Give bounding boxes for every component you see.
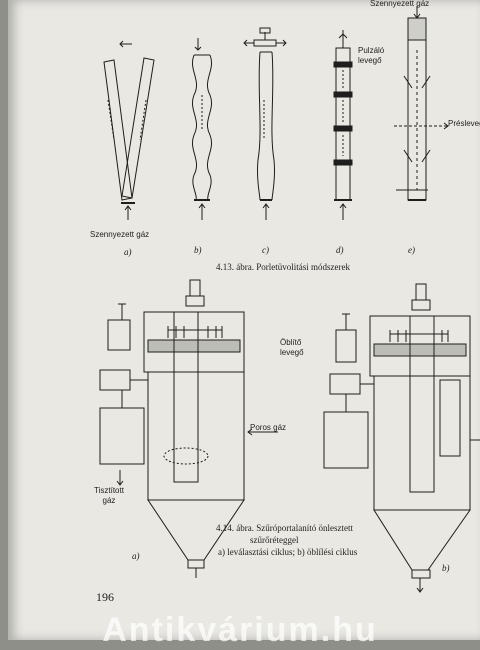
filter-unit-b — [323, 283, 480, 593]
label-tisztitott-gaz: Tisztított gáz — [94, 486, 124, 505]
sublabel-b-top: b) — [194, 245, 202, 255]
label-poros-gaz: Poros gáz — [250, 423, 287, 432]
figure-4-14-drawing — [99, 279, 480, 593]
label-preslevego: Préslevegő — [448, 119, 480, 128]
sublabel-c-top: c) — [262, 245, 269, 255]
bag-b — [192, 38, 212, 220]
page-number: 196 — [96, 590, 114, 604]
label-oblito-levego: Öblítő levegő — [280, 338, 304, 357]
caption-4-13: 4.13. ábra. Porletüvolitási módszerek — [216, 262, 350, 272]
label-szennyezett-gaz-bottom: Szennyezett gáz — [90, 230, 150, 239]
sublabel-a-bottom: a) — [132, 551, 140, 561]
sublabel-b-bottom: b) — [442, 563, 450, 573]
figure-4-13-drawing — [103, 6, 449, 220]
label-pulzalo-levego: Pulzáló levegő — [358, 46, 385, 65]
sublabel-a-top: a) — [124, 247, 132, 257]
filter-unit-a — [99, 279, 278, 578]
bag-c — [243, 27, 287, 220]
bag-d — [333, 30, 353, 220]
caption-4-14-line2: szűrőréteggel — [250, 535, 299, 545]
bag-e — [394, 6, 449, 201]
caption-4-14-line1: 4.14. ábra. Szűróportalanító önlesztett — [216, 523, 353, 533]
sublabel-d-top: d) — [336, 245, 344, 255]
label-szennyezett-gaz-top: Szennyezett gáz — [370, 0, 430, 8]
caption-4-14-line3: a) leválasztási ciklus; b) öblílési cikl… — [218, 547, 358, 557]
bag-a — [103, 40, 155, 220]
book-page: Szennyezett gáz Pulzáló levegő Présleveg… — [8, 0, 480, 640]
watermark-logo: Antikvárium.hu — [102, 611, 378, 649]
sublabel-e-top: e) — [408, 245, 415, 255]
